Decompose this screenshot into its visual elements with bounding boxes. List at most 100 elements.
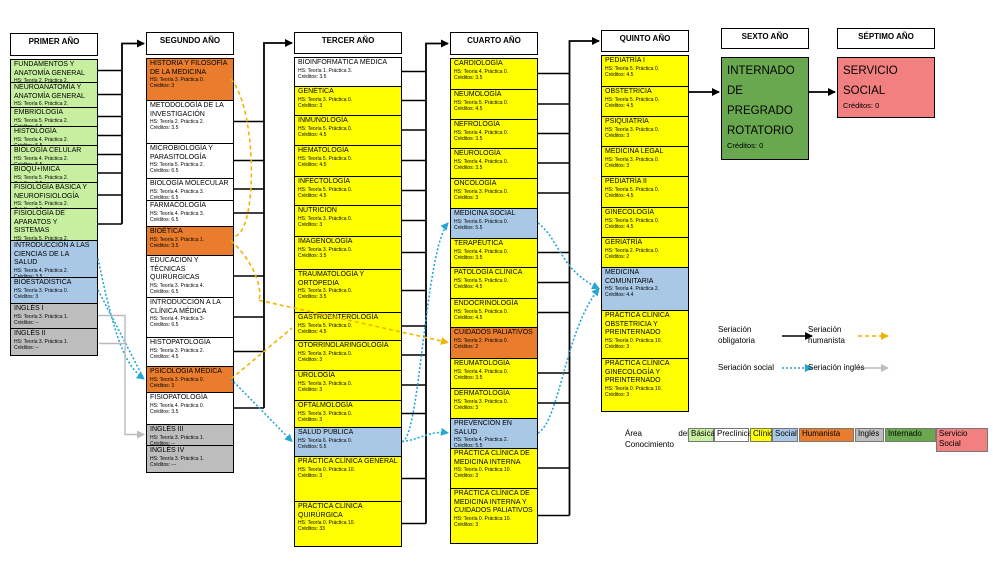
course-detail: HS: Teoría 4. Práctica 0. <box>454 129 509 136</box>
course-detail: Créditos: 5.5 <box>14 142 43 146</box>
course-detail: Créditos: 3 <box>605 162 630 169</box>
obligatoria-link <box>568 37 600 516</box>
course-practica-clinica-obstetricia-y-preinternado: PRÁCTICA CLÍNICA OBSTETRICIA Y PREINTERN… <box>602 311 688 359</box>
course-detail: Créditos: --- <box>150 461 177 468</box>
course-name: HISTOLOGÍA <box>14 128 57 135</box>
course-detail: Créditos: 2 <box>454 343 479 350</box>
course-detail: HS: Teoría 3. Práctica 1. <box>150 455 205 462</box>
course-name: PRÁCTICA CLÍNICA QUIRÚRGICA <box>298 503 363 519</box>
course-detail: HS: Teoría 5. Práctica 2. <box>14 174 69 181</box>
course-name: INGLÉS III <box>150 426 184 433</box>
course-detail: Créditos: 6.5 <box>14 123 43 127</box>
course-detail: HS: Teoría 3. Práctica 0. <box>14 287 69 294</box>
course-name: FARMACOLOGÍA <box>150 202 207 209</box>
year-header-primer-ano: PRIMER AÑO <box>10 33 98 56</box>
year-header-septimo-ano: SÉPTIMO AÑO <box>837 28 935 49</box>
course-detail: HS: Teoría 3. Práctica 0. <box>298 246 353 253</box>
area-swatch-social: Social <box>772 428 798 442</box>
social-link <box>401 427 449 443</box>
course-detail: Créditos: 3.5 <box>454 74 483 81</box>
social-link <box>537 287 600 434</box>
course-detail: Créditos: 6.5 <box>14 181 94 182</box>
course-name: EMBRIOLOGÍA <box>14 109 64 116</box>
course-name: MEDICINA LEGAL <box>605 148 664 155</box>
course-detail: HS: Teoría 3. Práctica 0. <box>150 376 205 383</box>
course-name: FISIOLOGÍA DE APARATOS Y SISTEMAS <box>14 210 65 235</box>
course-detail: Créditos: 0 <box>843 101 880 110</box>
course-name: NEUMOLOGÍA <box>454 91 502 98</box>
social-link <box>230 378 293 443</box>
course-practica-clinica-de-medicina-interna-y-cuidados-paliativos: PRÁCTICA CLÍNICA DE MEDICINA INTERNA Y C… <box>451 489 537 544</box>
obligatoria-link <box>121 39 145 224</box>
legend-label-seriacion-social: Seriación social <box>718 363 775 372</box>
course-name: BIOLOGÍA MOLECULAR <box>150 180 229 187</box>
course-name: PEDIATRÍA I <box>605 57 645 64</box>
area-swatch-humanista: Humanista <box>799 428 854 442</box>
social-link <box>401 222 449 443</box>
social-link <box>537 222 600 290</box>
course-detail: Créditos: 3.5 <box>150 125 179 132</box>
course-detail: HS: Teoría 3. Práctica 2. <box>150 347 205 354</box>
course-detail: HS: Teoría 4. Práctica 2. <box>454 437 509 444</box>
course-detail: Créditos: 3.5 <box>298 73 327 80</box>
course-detail: HS: Teoría 5. Práctica 0. <box>298 186 353 193</box>
course-detail: Créditos: 33 <box>298 526 325 533</box>
course-name: INTERNADO DE PREGRADO ROTATORIO <box>727 65 795 137</box>
course-detail: Créditos: 3 <box>605 391 630 398</box>
course-name: OFTALMOLOGÍA <box>298 402 353 409</box>
course-detail: HS: Teoría 5. Práctica 0. <box>605 186 660 193</box>
course-name: INMUNOLOGÍA <box>298 117 348 124</box>
course-detail: Créditos: -- <box>14 344 39 351</box>
course-detail: Créditos: 4.5 <box>454 314 483 321</box>
course-detail: Créditos: 4.5 <box>605 71 634 78</box>
humanista-link <box>230 239 449 345</box>
course-name: MEDICINA COMUNITARIA <box>605 269 654 285</box>
course-name: INGLÉS IV <box>150 447 185 454</box>
course-name: PRÁCTICA CLÍNICA DE MEDICINA INTERNA <box>454 450 530 466</box>
legend-label-seriacion-ingles: Seriación inglés <box>808 363 865 372</box>
course-name: MICROBIOLOGÍA Y PARASITOLOGÍA <box>150 145 213 161</box>
course-detail: HS: Teoría 5. Práctica 0. <box>298 322 353 329</box>
course-detail: Créditos: -- <box>150 440 175 446</box>
course-detail: Créditos: 3 <box>298 416 323 423</box>
course-detail: Créditos: 4.5 <box>605 223 634 230</box>
course-detail: Créditos: 3 <box>298 356 323 363</box>
course-name: EDUCACIÓN Y TÉCNICAS QUIRÚRGICAS <box>150 257 200 282</box>
course-name: INGLÉS I <box>14 305 44 312</box>
course-detail: HS: Teoría 3. Práctica 1. <box>14 338 69 345</box>
course-detail: HS: Teoría 3. Práctica 0. <box>298 215 353 222</box>
course-detail: HS: Teoría 0. Práctica 10. <box>605 385 662 392</box>
course-detail: HS: Teoría 5. Práctica 2. <box>150 162 205 169</box>
course-name: FUNDAMENTOS Y ANATOMÍA GENERAL <box>14 61 85 77</box>
course-detail: HS: Teoría 5. Práctica 0. <box>605 217 660 224</box>
course-detail: HS: Teoría 4. Práctica 0. <box>150 402 205 409</box>
course-name: METODOLOGÍA DE LA INVESTIGACIÓN <box>150 102 224 118</box>
course-name: ONCOLOGÍA <box>454 180 497 187</box>
humanista-link <box>230 78 253 238</box>
course-detail: Créditos: 4.5 <box>298 328 327 335</box>
